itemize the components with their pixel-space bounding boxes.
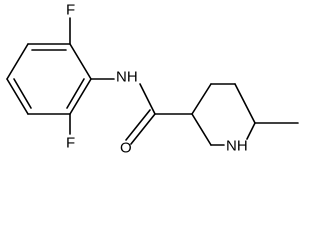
fluorine-top-label: F: [66, 2, 75, 19]
carbonyl-o-label: O: [120, 140, 132, 156]
ring-nh-label: NH: [226, 138, 248, 155]
bond-p6-p5: [234, 83, 256, 124]
bond-n-p6: [246, 122, 256, 140]
bond-c6-c1: [69, 78, 92, 115]
bond-carbonyl-o-2: [125, 109, 151, 141]
molecule-svg: F F NH O NH: [6, 2, 299, 156]
bond-c4-c5: [6, 78, 29, 115]
piperidine-ring: [191, 83, 256, 146]
bond-p3-p2: [191, 113, 212, 146]
amide-nh-label: NH: [116, 69, 138, 86]
bond-c3-c4: [6, 43, 29, 80]
bond-c1-c2: [69, 43, 92, 80]
bond-carbonyl-o-1: [130, 113, 156, 145]
benzene-ring: [6, 43, 92, 115]
fluorine-bottom-label: F: [66, 135, 75, 152]
double-bond-inner-3: [66, 78, 85, 109]
double-bond-inner-2: [13, 78, 32, 109]
bond-nh-carbonyl: [139, 83, 156, 115]
bond-p4-p3: [191, 83, 212, 115]
structure-diagram: F F NH O NH: [6, 2, 299, 156]
